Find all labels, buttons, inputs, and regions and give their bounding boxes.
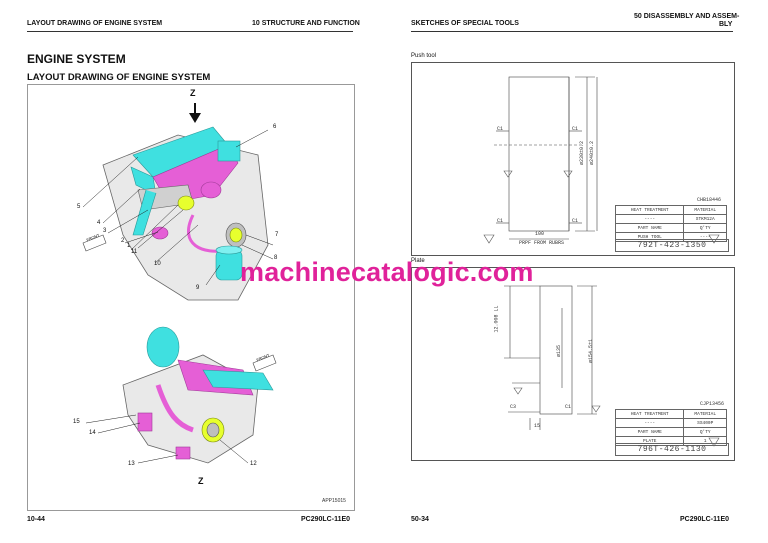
view-arrow-top: [189, 103, 201, 123]
push-tool-part-number: 792T-423-1350: [615, 239, 729, 252]
callout-11: 11: [131, 249, 138, 255]
push-dim-dia-230: ø230±0.2: [579, 140, 586, 166]
callout-2: 2: [121, 238, 125, 244]
plate-tb-h3: PART NAME: [614, 427, 685, 437]
push-tb-h1: HEAT TREATMENT: [614, 205, 685, 215]
plate-tb-h4: Q'TY: [683, 427, 727, 437]
push-dim-length: 100: [535, 231, 545, 237]
page-subtitle: LAYOUT DRAWING OF ENGINE SYSTEM: [27, 72, 211, 83]
plate-dim-dia-154: ø154.5±1: [588, 338, 595, 364]
page-title: ENGINE SYSTEM: [27, 52, 126, 66]
plate-dim-c3: C3: [510, 404, 517, 410]
engine-figure-frame: [27, 84, 355, 511]
callout-5: 5: [77, 204, 81, 210]
engine-illustration: [82, 103, 277, 464]
left-header-rule: [27, 31, 353, 32]
callout-10: 10: [154, 261, 161, 267]
callout-3: 3: [103, 228, 107, 234]
plate-dim-c1: C1: [565, 404, 572, 410]
callout-7: 7: [275, 232, 279, 238]
plate-tb-v4: 1: [683, 436, 727, 446]
plate-tb-h1: HEAT TREATMENT: [614, 409, 685, 419]
callout-lines-top: [82, 129, 274, 286]
push-dim-c1-c: C1: [497, 218, 504, 224]
push-dim-dia-240: ø240±0.2: [589, 140, 596, 166]
plate-tb-v2: SS400P: [683, 418, 727, 428]
plate-dim-thickness: 12.008 LL: [493, 305, 500, 333]
figure-code: APP15015: [322, 498, 346, 504]
callout-lines-bottom: [85, 414, 249, 464]
push-tb-v2: STKM12A: [683, 214, 727, 224]
right-header-chapter-2: BLY: [719, 21, 733, 28]
push-dim-note: PRPF FROM RUBRS: [519, 240, 565, 246]
plate-dim-15: 15: [534, 423, 541, 429]
left-page-number: 10-44: [27, 516, 45, 523]
right-page-model: PC290LC-11E0: [680, 516, 730, 523]
callout-12: 12: [250, 461, 257, 467]
plate-tb-h2: MATERIAL: [683, 409, 727, 419]
engine-top-view: [102, 126, 269, 301]
plate-tb-v3: PLATE: [614, 436, 685, 446]
push-tb-v1: ----: [614, 214, 685, 224]
callout-4: 4: [97, 220, 101, 226]
front-arrow-top: [82, 234, 107, 252]
push-dim-c1-a: C1: [497, 126, 504, 132]
push-dim-c1-b: C1: [572, 126, 579, 132]
push-tb-v4: ----: [683, 232, 727, 242]
right-page-number: 50-34: [411, 516, 429, 523]
watermark-text: machinecatalogic.com: [240, 257, 534, 287]
push-tb-h3: PART NAME: [614, 223, 685, 233]
right-header-chapter-1: 50 DISASSEMBLY AND ASSEM-: [634, 13, 740, 20]
plate-part-number: 796T-426-1130: [615, 443, 729, 456]
callout-9: 9: [196, 285, 200, 291]
plate-code: CJP13456: [700, 401, 725, 407]
callout-6: 6: [273, 124, 277, 130]
right-header-rule: [411, 31, 733, 32]
callout-13: 13: [128, 461, 135, 467]
right-header-section: SKETCHES OF SPECIAL TOOLS: [411, 20, 519, 27]
push-tool-code: CHB18446: [697, 197, 722, 203]
callout-15: 15: [73, 419, 80, 425]
plate-caption: Plate: [411, 258, 425, 264]
push-tool-caption: Push tool: [411, 53, 437, 59]
left-page-model: PC290LC-11E0: [301, 516, 351, 523]
push-tb-h2: MATERIAL: [683, 205, 727, 215]
push-tb-h4: Q'TY: [683, 223, 727, 233]
callout-14: 14: [89, 430, 96, 436]
view-letter-bottom: Z: [198, 476, 204, 486]
left-header-chapter: 10 STRUCTURE AND FUNCTION: [252, 20, 360, 27]
front-arrow-bottom: [252, 354, 277, 372]
push-dim-c1-d: C1: [572, 218, 579, 224]
left-header-section: LAYOUT DRAWING OF ENGINE SYSTEM: [27, 20, 163, 27]
callout-1: 1: [127, 243, 131, 249]
push-tb-v3: PUSH TOOL: [614, 232, 685, 242]
engine-bottom-view: [122, 326, 274, 464]
plate-tb-v1: ----: [614, 418, 685, 428]
callout-8: 8: [274, 255, 278, 261]
plate-sketch: [504, 285, 720, 447]
view-letter-top: Z: [190, 88, 196, 98]
plate-dim-dia-135: ø135: [556, 344, 563, 358]
